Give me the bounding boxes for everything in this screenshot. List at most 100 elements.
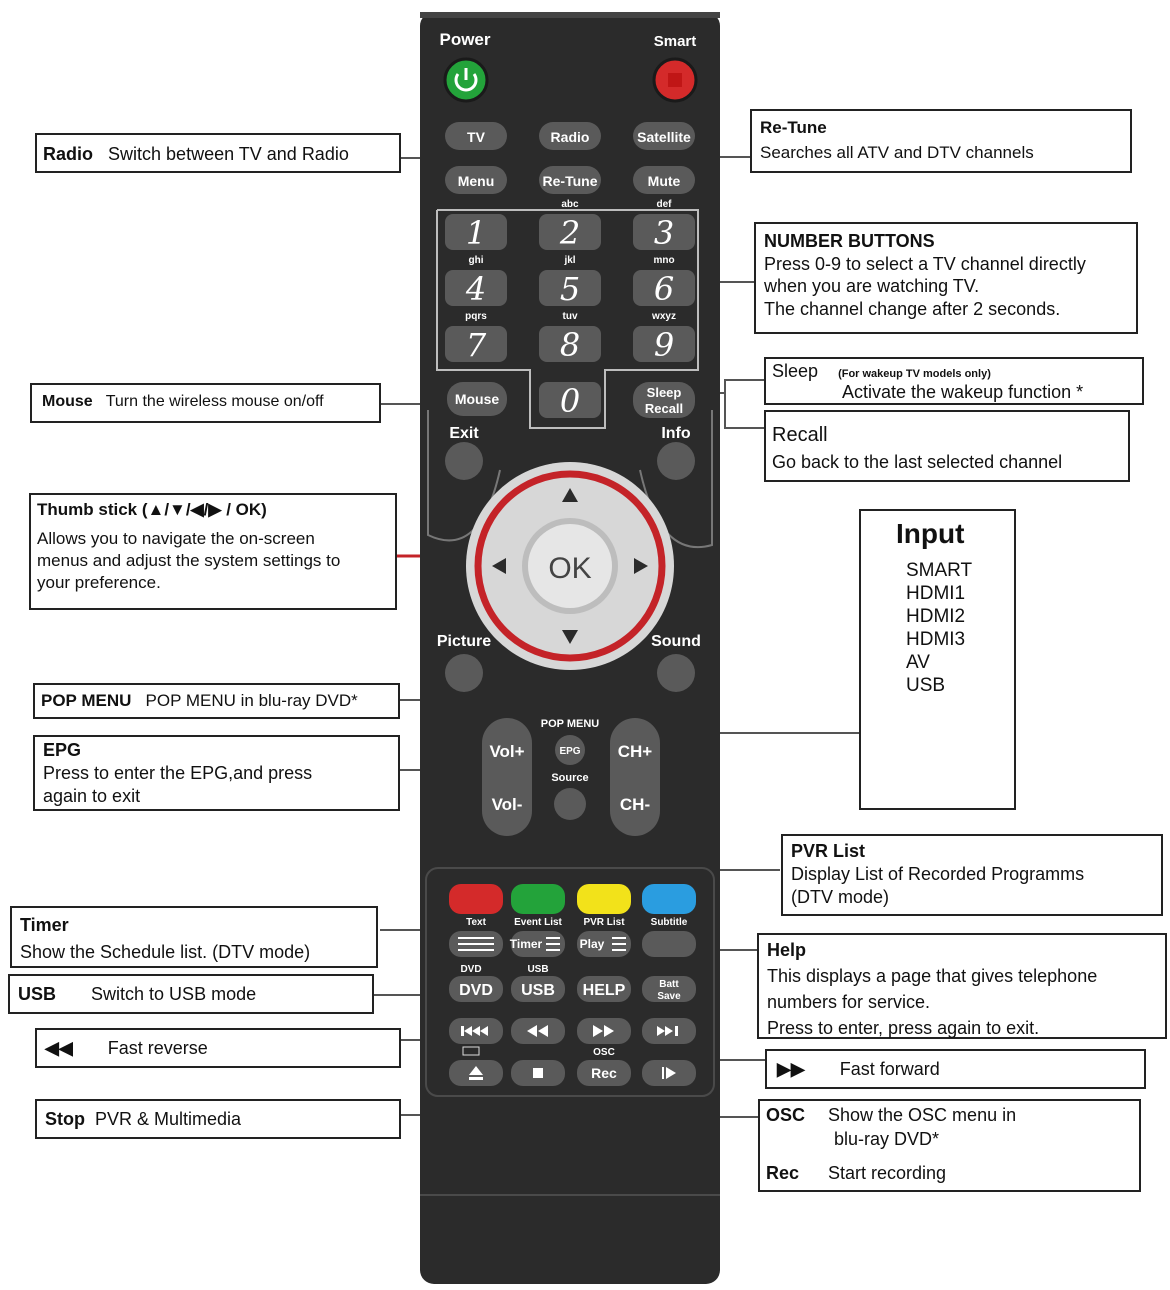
play-button[interactable]: Play — [577, 931, 631, 957]
slow-play-button[interactable] — [642, 1060, 696, 1086]
red-button[interactable] — [449, 884, 503, 914]
smart-label: Smart — [654, 33, 697, 50]
button-radio[interactable]: Radio — [539, 122, 601, 150]
info-button[interactable] — [657, 442, 695, 480]
callout-pop-menu: POP MENU POP MENU in blu-ray DVD* — [33, 683, 400, 719]
callout-radio: Radio Switch between TV and Radio — [35, 133, 401, 173]
next-button[interactable] — [642, 1018, 696, 1044]
power-label: Power — [439, 30, 490, 49]
channel-rocker[interactable]: CH+ CH- — [610, 718, 660, 836]
eject-button[interactable] — [449, 1060, 503, 1086]
svg-text:Play: Play — [580, 937, 605, 951]
svg-text:Satellite: Satellite — [637, 129, 691, 145]
callout-mouse: Mouse Turn the wireless mouse on/off — [30, 383, 381, 423]
power-icon — [454, 73, 478, 92]
svg-text:mno: mno — [653, 255, 674, 266]
svg-text:Save: Save — [657, 991, 681, 1002]
green-button[interactable] — [511, 884, 565, 914]
picture-button[interactable] — [445, 654, 483, 692]
thumb-stick[interactable]: OK — [466, 462, 674, 670]
number-button[interactable]: 5 — [539, 270, 601, 308]
rec-button[interactable]: Rec — [577, 1060, 631, 1086]
callout-stop: Stop PVR & Multimedia — [35, 1099, 401, 1139]
sound-button[interactable] — [657, 654, 695, 692]
input-item: SMART — [906, 560, 973, 581]
svg-text:pqrs: pqrs — [465, 311, 487, 322]
usb-button[interactable]: USB — [511, 976, 565, 1002]
number-button[interactable]: 3 — [633, 214, 695, 252]
button-satellite[interactable]: Satellite — [633, 122, 695, 150]
svg-text:0: 0 — [560, 382, 580, 420]
svg-text:Batt: Batt — [659, 979, 679, 990]
svg-text:Radio: Radio — [551, 129, 590, 145]
callout-fast-reverse: ◀◀ Fast reverse — [35, 1028, 401, 1068]
next-icon — [657, 1026, 665, 1036]
number-button[interactable]: 7 — [445, 326, 507, 364]
pop-menu-label: POP MENU — [541, 718, 600, 730]
svg-text:EPG: EPG — [559, 746, 580, 757]
callout-thumb-stick: Thumb stick (▲/▼/◀/▶ / OK) Allows you to… — [29, 493, 397, 610]
previous-button[interactable] — [449, 1018, 503, 1044]
svg-text:TV: TV — [467, 129, 486, 145]
fast-forward-button[interactable] — [577, 1018, 631, 1044]
blue-button[interactable] — [642, 884, 696, 914]
dvd-button[interactable]: DVD — [449, 976, 503, 1002]
svg-text:USB: USB — [527, 964, 548, 975]
left-arrow-icon[interactable] — [492, 558, 506, 574]
svg-text:7: 7 — [466, 326, 487, 364]
number-button[interactable]: 8 — [539, 326, 601, 364]
callout-help: Help This displays a page that gives tel… — [757, 933, 1167, 1039]
svg-text:Recall: Recall — [645, 401, 683, 416]
svg-text:8: 8 — [560, 326, 580, 364]
svg-text:abc: abc — [561, 199, 579, 210]
button-mute[interactable]: Mute — [633, 166, 695, 194]
smart-button[interactable] — [652, 57, 698, 103]
number-button[interactable]: 2 — [539, 214, 601, 252]
down-arrow-icon[interactable] — [562, 630, 578, 644]
svg-text:Event List: Event List — [514, 917, 562, 928]
svg-text:1: 1 — [466, 214, 486, 252]
rewind-button[interactable] — [511, 1018, 565, 1044]
text-button[interactable] — [449, 931, 503, 957]
svg-text:def: def — [657, 199, 673, 210]
svg-text:DVD: DVD — [459, 982, 493, 999]
stop-icon — [533, 1068, 543, 1078]
svg-text:3: 3 — [654, 214, 674, 252]
button-menu[interactable]: Menu — [445, 166, 507, 194]
smart-icon — [668, 73, 682, 87]
svg-text:tuv: tuv — [563, 311, 578, 322]
source-button[interactable] — [554, 788, 586, 820]
svg-text:4: 4 — [465, 270, 486, 308]
epg-button[interactable]: EPG — [555, 735, 585, 765]
svg-text:Mute: Mute — [648, 173, 681, 189]
svg-text:jkl: jkl — [563, 255, 575, 266]
number-button[interactable]: 9 — [633, 326, 695, 364]
ok-button[interactable] — [528, 524, 612, 608]
right-arrow-icon[interactable] — [634, 558, 648, 574]
svg-text:Menu: Menu — [458, 173, 495, 189]
button-retune[interactable]: Re-Tune — [539, 166, 601, 194]
help-button[interactable]: HELP — [577, 976, 631, 1002]
number-button[interactable]: 6 — [633, 270, 695, 308]
svg-text:Mouse: Mouse — [455, 391, 500, 407]
yellow-button[interactable] — [577, 884, 631, 914]
volume-rocker[interactable]: Vol+ Vol- — [482, 718, 532, 836]
blank-button[interactable] — [642, 931, 696, 957]
number-button[interactable]: 4 — [445, 270, 507, 308]
button-tv[interactable]: TV — [445, 122, 507, 150]
svg-text:Text: Text — [466, 917, 486, 928]
svg-text:Sleep: Sleep — [647, 385, 682, 400]
up-arrow-icon[interactable] — [562, 488, 578, 502]
mouse-button[interactable]: Mouse — [447, 382, 507, 416]
number-button[interactable]: 1 — [445, 214, 507, 252]
exit-button[interactable] — [445, 442, 483, 480]
timer-button[interactable]: Timer — [510, 931, 565, 957]
power-button[interactable] — [443, 57, 489, 103]
eject-icon — [469, 1066, 483, 1075]
sleep-recall-button[interactable]: Sleep Recall — [633, 382, 695, 418]
svg-text:PVR List: PVR List — [583, 917, 625, 928]
callout-usb: USB Switch to USB mode — [8, 974, 374, 1014]
number-button-0[interactable]: 0 — [539, 382, 601, 420]
stop-button[interactable] — [511, 1060, 565, 1086]
